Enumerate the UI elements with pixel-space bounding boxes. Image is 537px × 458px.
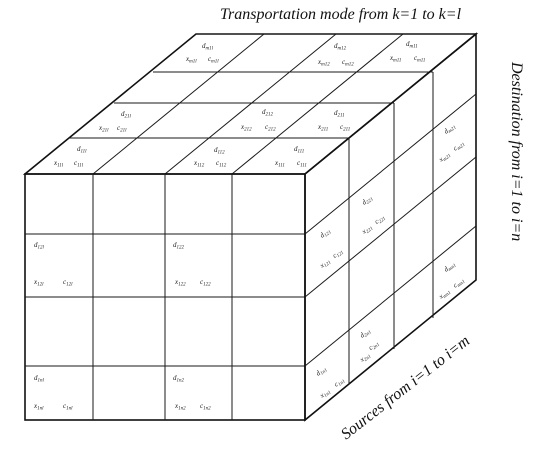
- side-c-mn1: cmn1: [451, 276, 466, 291]
- caption-transportation-mode: Transportation mode from k=1 to k=l: [220, 6, 462, 23]
- side-x-2n1: x2n1: [358, 351, 373, 366]
- front-d-1n2: d1n2: [173, 374, 185, 384]
- top-c-211: c211: [340, 123, 350, 133]
- front-c-1nl: c1nl: [63, 402, 73, 412]
- side-x-221: x221: [360, 223, 375, 238]
- front-x-122: x122: [174, 278, 186, 288]
- front-x-1n2: x1n2: [174, 402, 186, 412]
- top-d-21l: d21l: [121, 110, 132, 120]
- top-c-111: c111: [297, 159, 307, 169]
- side-x-1n1: x1n1: [318, 387, 333, 402]
- top-c-21l: c21l: [117, 124, 127, 134]
- top-x-11l: x11l: [53, 159, 64, 169]
- top-x-21l: x21l: [98, 124, 109, 134]
- top-d-112: d112: [214, 146, 225, 156]
- front-d-12l: d12l: [34, 241, 45, 251]
- top-c-m1l: cm1l: [208, 55, 219, 65]
- front-face: [24, 173, 306, 421]
- side-labels: d121 x121 c121 d221 x221 c221 dm21 xm21 …: [314, 122, 466, 402]
- top-x-111: x111: [274, 159, 285, 169]
- top-d-211: d211: [334, 109, 345, 119]
- front-d-122: d122: [173, 241, 185, 251]
- side-c-221: c221: [373, 213, 387, 227]
- top-d-m12: dm12: [334, 42, 347, 52]
- top-c-112: c112: [216, 159, 227, 169]
- top-c-m12: cm12: [342, 58, 354, 68]
- side-d-1n1: d1n1: [314, 364, 329, 378]
- top-face: [22, 33, 479, 175]
- front-c-122: c122: [200, 278, 211, 288]
- top-d-m1l: dm1l: [202, 42, 214, 52]
- side-d-121: d121: [318, 226, 333, 240]
- top-c-212: c212: [265, 123, 276, 133]
- top-d-11l: d11l: [77, 145, 87, 155]
- caption-sources: Sources from i=1 to i=m: [338, 332, 473, 443]
- top-x-m1l: xm1l: [185, 55, 197, 65]
- top-d-212: d212: [262, 108, 274, 118]
- top-labels: dm1l xm1l cm1l dm12 xm12 cm12 dm11 xm11 …: [53, 40, 425, 169]
- front-labels: d12l x12l c12l d122 x122 c122 d1nl x1nl …: [33, 241, 211, 412]
- top-x-212: x212: [240, 123, 252, 133]
- side-c-121: c121: [331, 247, 345, 261]
- side-d-221: d221: [360, 193, 375, 207]
- caption-destination: Destination from i=1 to i=n: [508, 61, 525, 241]
- side-d-mn1: dmn1: [442, 260, 457, 275]
- side-x-mn1: xmn1: [437, 287, 453, 302]
- front-c-1n2: c1n2: [200, 402, 211, 412]
- side-c-1n1: c1n1: [332, 376, 346, 390]
- side-d-2n1: d2n1: [358, 326, 373, 340]
- top-x-m12: xm12: [317, 58, 330, 68]
- top-x-211: x211: [317, 123, 328, 133]
- side-d-m21: dm21: [442, 122, 457, 137]
- front-x-1nl: x1nl: [33, 402, 44, 412]
- side-c-2n1: c2n1: [367, 339, 381, 353]
- top-d-m11: dm11: [406, 40, 418, 50]
- front-x-12l: x12l: [33, 278, 44, 288]
- top-x-112: x112: [193, 159, 205, 169]
- side-x-m21: xm21: [437, 150, 453, 165]
- front-d-1nl: d1nl: [34, 374, 45, 384]
- top-c-11l: c11l: [74, 159, 84, 169]
- side-x-121: x121: [318, 257, 333, 272]
- front-c-12l: c12l: [63, 278, 73, 288]
- top-d-111: d111: [294, 145, 304, 155]
- side-c-m21: cm21: [451, 139, 466, 154]
- side-face: [304, 32, 477, 422]
- top-c-m11: cm11: [414, 54, 425, 64]
- top-x-m11: xm11: [389, 54, 401, 64]
